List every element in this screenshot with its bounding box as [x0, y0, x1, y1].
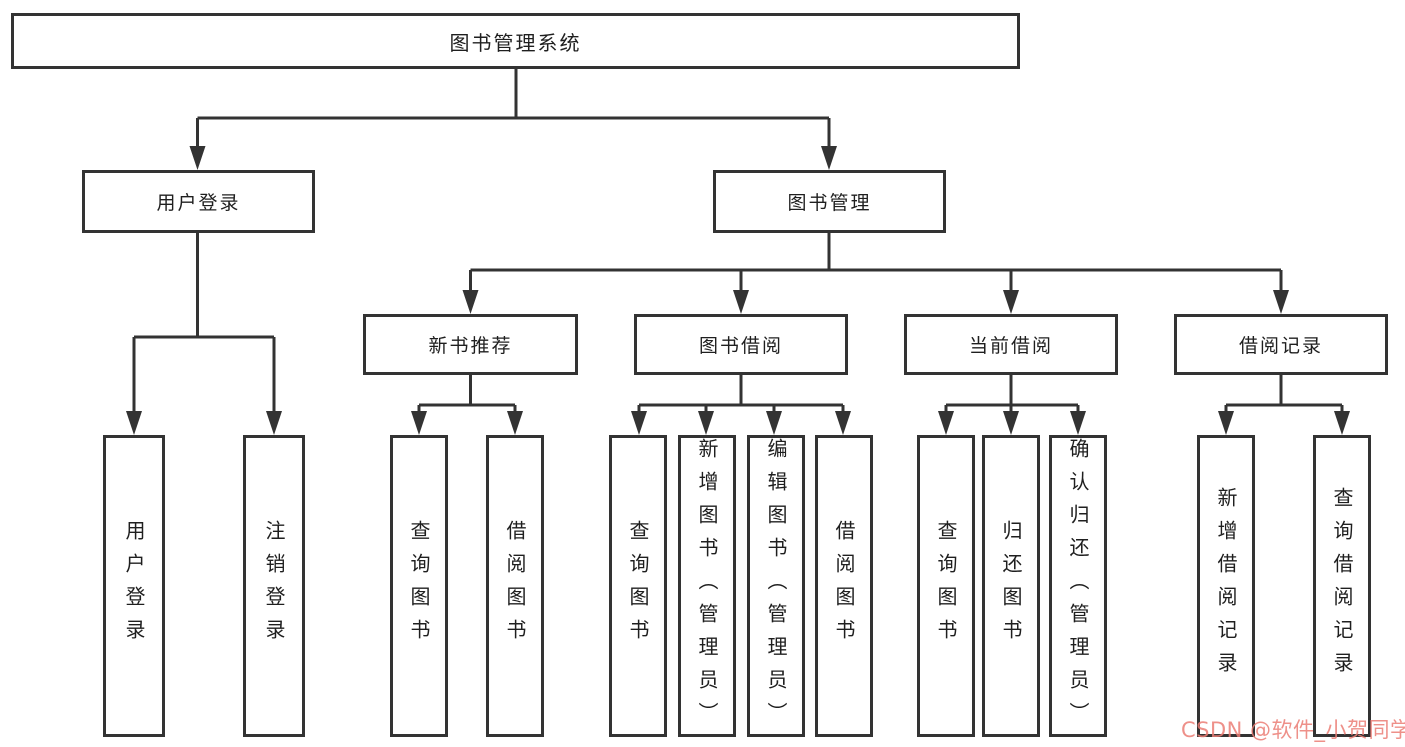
node-current-borrowing: 当前借阅	[904, 314, 1118, 375]
leaf-confirm-return-admin: 确认归还（管理员）	[1049, 435, 1107, 737]
node-new-book-recommend: 新书推荐	[363, 314, 578, 375]
leaf-borrow-books: 借阅图书	[815, 435, 873, 737]
leaf-return-books: 归还图书	[982, 435, 1040, 737]
leaf-return-books-label: 归还图书	[999, 520, 1023, 652]
arrowheads	[126, 146, 1350, 435]
leaf-query-books-borrowing-label: 查询图书	[626, 520, 650, 652]
node-book-management-label: 图书管理	[787, 192, 872, 214]
leaf-query-books-borrowing: 查询图书	[609, 435, 667, 737]
node-user-login-label: 用户登录	[156, 192, 241, 214]
node-current-borrowing-label: 当前借阅	[968, 335, 1053, 357]
node-borrowing-records-label: 借阅记录	[1238, 335, 1323, 357]
node-user-login: 用户登录	[82, 170, 315, 233]
leaf-borrow-books-recommend: 借阅图书	[486, 435, 544, 737]
leaf-confirm-return-admin-label: 确认归还（管理员）	[1066, 438, 1090, 735]
leaf-query-borrow-record-label: 查询借阅记录	[1330, 487, 1354, 685]
leaf-query-borrow-record: 查询借阅记录	[1313, 435, 1371, 737]
leaf-logout-label: 注销登录	[262, 520, 286, 652]
leaf-add-books-admin: 新增图书（管理员）	[678, 435, 736, 737]
node-borrowing-records: 借阅记录	[1174, 314, 1388, 375]
leaf-borrow-books-recommend-label: 借阅图书	[503, 520, 527, 652]
leaf-query-books-current-label: 查询图书	[934, 520, 958, 652]
leaf-query-books-recommend: 查询图书	[390, 435, 448, 737]
leaf-add-books-admin-label: 新增图书（管理员）	[695, 438, 719, 735]
leaf-borrow-books-label: 借阅图书	[832, 520, 856, 652]
leaf-add-borrow-record: 新增借阅记录	[1197, 435, 1255, 737]
node-book-management: 图书管理	[713, 170, 946, 233]
leaf-logout: 注销登录	[243, 435, 305, 737]
csdn-watermark: CSDN @软件_小贺同学	[1181, 718, 1405, 742]
node-library-system-label: 图书管理系统	[449, 30, 582, 55]
leaf-add-borrow-record-label: 新增借阅记录	[1214, 487, 1238, 685]
leaf-edit-books-admin: 编辑图书（管理员）	[747, 435, 805, 737]
node-book-borrowing: 图书借阅	[634, 314, 848, 375]
leaf-query-books-current: 查询图书	[917, 435, 975, 737]
node-new-book-recommend-label: 新书推荐	[428, 335, 513, 357]
leaf-user-login: 用户登录	[103, 435, 165, 737]
node-book-borrowing-label: 图书借阅	[698, 335, 783, 357]
node-library-system: 图书管理系统	[11, 13, 1020, 69]
leaf-user-login-label: 用户登录	[122, 520, 146, 652]
leaf-edit-books-admin-label: 编辑图书（管理员）	[764, 438, 788, 735]
leaf-query-books-recommend-label: 查询图书	[407, 520, 431, 652]
